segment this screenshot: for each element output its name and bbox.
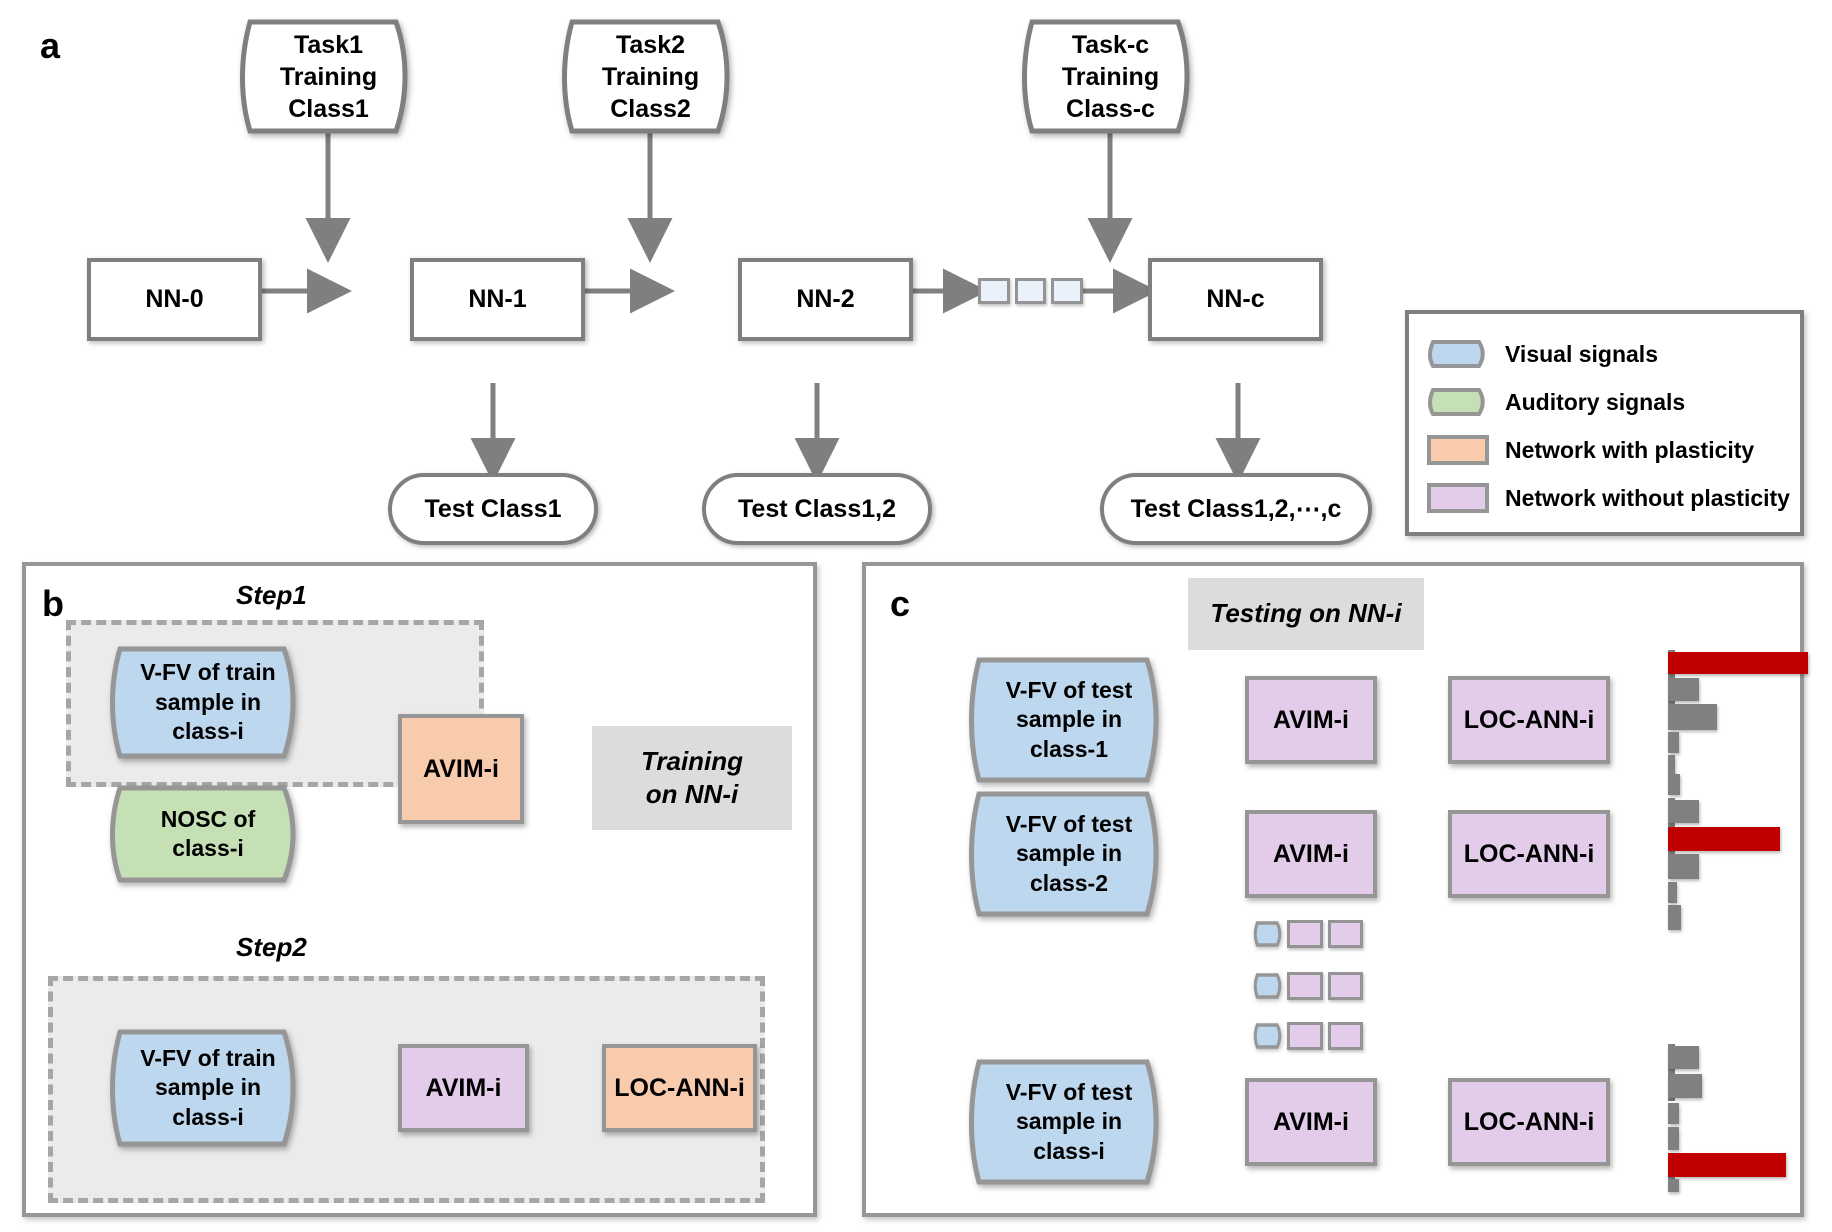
c-ellipsis-1-chip-visual-icon — [1253, 920, 1282, 948]
c-ellipsis-2-chip-2 — [1287, 972, 1323, 1000]
network-box-nn-2[interactable]: NN-2 — [738, 258, 913, 341]
row1-bar-1 — [1668, 678, 1699, 701]
c-ellipsis-3-chip-3 — [1327, 1022, 1363, 1050]
task-document-c: Task-c Training Class-c — [1018, 18, 1203, 135]
chain-chip-1 — [978, 278, 1010, 304]
test-node-1[interactable]: Test Class1 — [388, 473, 598, 545]
no-plasticity-swatch-icon — [1427, 483, 1489, 513]
network-box-nn-c[interactable]: NN-c — [1148, 258, 1323, 341]
panel-c-row2-output-chart — [1668, 798, 1828, 930]
row1-bar-2 — [1668, 704, 1717, 730]
test-node-c[interactable]: Test Class1,2,⋯,c — [1100, 473, 1372, 545]
row3-bar-5 — [1668, 1179, 1679, 1192]
panel-c-row3-output-chart — [1668, 1044, 1828, 1192]
task-document-2: Task2 Training Class2 — [558, 18, 743, 135]
panel-c-row1-loc-ann[interactable]: LOC-ANN-i — [1448, 676, 1610, 764]
panel-c-row2-loc-ann[interactable]: LOC-ANN-i — [1448, 810, 1610, 898]
legend-item-network-without-plasticity: Network without plasticity — [1427, 474, 1790, 522]
panel-c-ellipsis-row-1 — [1253, 920, 1363, 948]
panel-c-row2-input: V-FV of test sample in class-2 — [965, 790, 1173, 918]
row2-bar-0 — [1668, 800, 1699, 823]
legend-label-1: Auditory signals — [1505, 388, 1686, 415]
row2-bar-1 — [1668, 827, 1780, 851]
legend-item-auditory-signals: Auditory signals — [1427, 378, 1782, 426]
panel-c-ellipsis-row-2 — [1253, 972, 1363, 1000]
panel-c-ellipsis-row-3 — [1253, 1022, 1363, 1050]
row1-bar-0 — [1668, 652, 1808, 674]
step2-avim-node[interactable]: AVIM-i — [398, 1044, 529, 1132]
row1-bar-3 — [1668, 732, 1679, 753]
plasticity-swatch-icon — [1427, 435, 1489, 465]
visual-signal-swatch-icon — [1427, 339, 1489, 369]
legend-label-0: Visual signals — [1505, 340, 1658, 367]
legend-item-visual-signals: Visual signals — [1427, 330, 1782, 378]
panel-letter-b: b — [42, 583, 64, 624]
panel-c-row3-loc-ann[interactable]: LOC-ANN-i — [1448, 1078, 1610, 1166]
c-ellipsis-3-chip-2 — [1287, 1022, 1323, 1050]
panel-c-row3-avim[interactable]: AVIM-i — [1245, 1078, 1377, 1166]
row3-bar-4 — [1668, 1153, 1786, 1177]
step2-visual-input: V-FV of train sample in class-i — [106, 1028, 310, 1148]
test-node-2[interactable]: Test Class1,2 — [702, 473, 932, 545]
chain-chip-2 — [1014, 278, 1047, 304]
network-box-nn-1[interactable]: NN-1 — [410, 258, 585, 341]
chain-ellipsis-chips — [978, 278, 1084, 304]
c-ellipsis-1-chip-2 — [1287, 920, 1323, 948]
panel-c-row3-input: V-FV of test sample in class-i — [965, 1058, 1173, 1186]
legend: Visual signals Auditory signals Network … — [1405, 310, 1804, 536]
step1-avim-node[interactable]: AVIM-i — [398, 714, 524, 824]
panel-b-tag-line2: on NN-i — [645, 779, 739, 809]
network-box-nn-0[interactable]: NN-0 — [87, 258, 262, 341]
panel-c-row1-avim[interactable]: AVIM-i — [1245, 676, 1377, 764]
step2-label: Step2 — [236, 932, 307, 962]
panel-b-mode-tag: Training on NN-i — [592, 726, 792, 830]
row3-bar-3 — [1668, 1127, 1679, 1150]
panel-c-mode-tag: Testing on NN-i — [1188, 578, 1424, 650]
legend-label-2: Network with plasticity — [1505, 436, 1755, 463]
row1-bar-5 — [1668, 774, 1680, 795]
c-ellipsis-2-chip-visual-icon — [1253, 972, 1282, 1000]
legend-item-network-with-plasticity: Network with plasticity — [1427, 426, 1782, 474]
step2-loc-ann-node[interactable]: LOC-ANN-i — [602, 1044, 757, 1132]
panel-letter-c: c — [890, 583, 911, 624]
c-ellipsis-3-chip-visual-icon — [1253, 1022, 1282, 1050]
legend-label-3: Network without plasticity — [1505, 484, 1790, 511]
c-ellipsis-2-chip-3 — [1327, 972, 1363, 1000]
step1-auditory-input: NOSC of class-i — [106, 784, 310, 884]
row2-bar-4 — [1668, 905, 1681, 930]
panel-c-row1-input: V-FV of test sample in class-1 — [965, 656, 1173, 784]
panel-c-row2-avim[interactable]: AVIM-i — [1245, 810, 1377, 898]
chain-chip-3 — [1051, 278, 1084, 304]
panel-b-tag-line1: Training — [640, 745, 744, 776]
auditory-signal-swatch-icon — [1427, 387, 1489, 417]
panel-c-row1-output-chart — [1668, 650, 1828, 795]
c-ellipsis-1-chip-3 — [1327, 920, 1363, 948]
step1-visual-input: V-FV of train sample in class-i — [106, 645, 310, 760]
row3-bar-0 — [1668, 1046, 1699, 1069]
step1-label: Step1 — [236, 580, 307, 610]
row3-bar-2 — [1668, 1103, 1679, 1124]
row3-bar-1 — [1668, 1074, 1702, 1098]
row2-bar-3 — [1668, 882, 1677, 903]
task-document-1: Task1 Training Class1 — [236, 18, 421, 135]
row2-bar-2 — [1668, 854, 1699, 879]
panel-letter-a: a — [40, 25, 61, 66]
row1-bar-4 — [1668, 755, 1675, 774]
